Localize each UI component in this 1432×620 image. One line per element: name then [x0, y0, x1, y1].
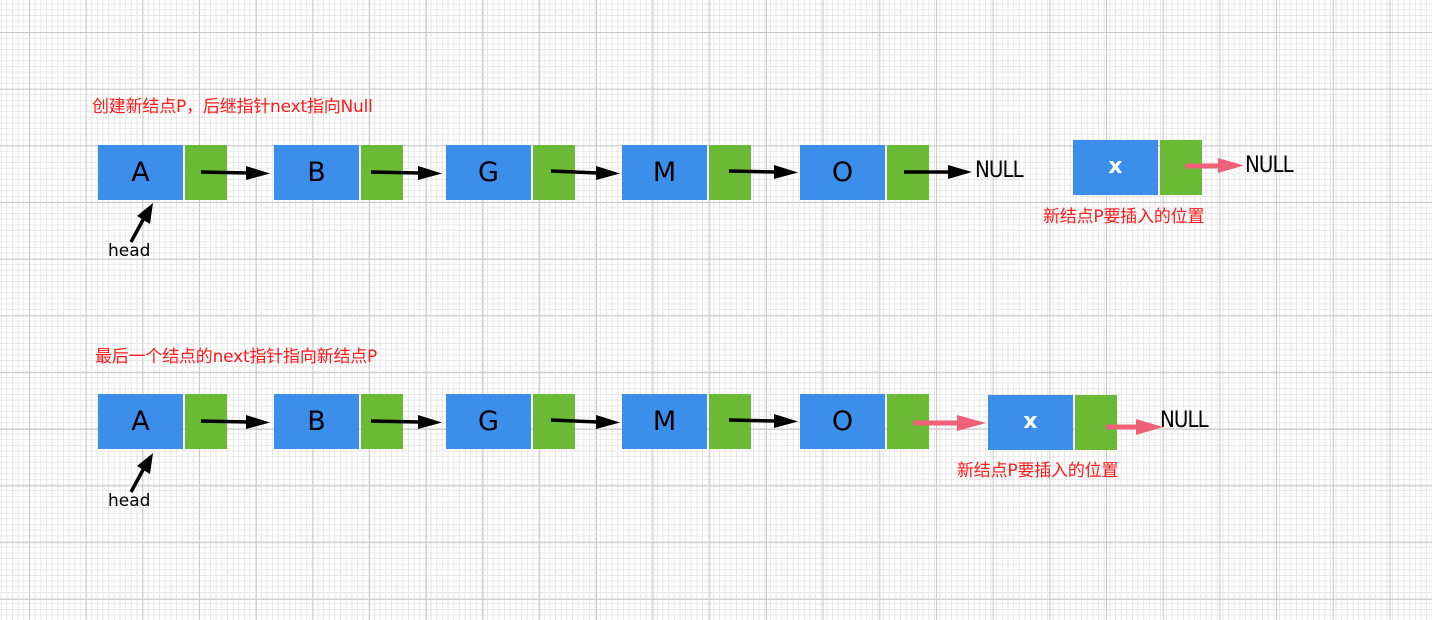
node-data-cell: G: [446, 394, 531, 449]
node-next-pointer-cell: [533, 394, 575, 449]
node-next-pointer-cell: [709, 394, 751, 449]
node-data-cell: B: [274, 145, 359, 200]
node-data-cell: A: [98, 145, 183, 200]
row2-head-arrow: [129, 453, 153, 493]
new-node-data-cell: x: [1073, 140, 1158, 195]
node-next-pointer-cell: [361, 394, 403, 449]
row1-tail-null-label: NULL: [975, 158, 1024, 183]
step1-title: 创建新结点P，后继指针next指向Null: [92, 97, 373, 117]
row1-head-label: head: [108, 241, 151, 261]
row1-head-arrow: [129, 203, 153, 243]
node-data-cell: M: [622, 394, 707, 449]
node-data-cell: O: [800, 394, 885, 449]
node-data-cell: G: [446, 145, 531, 200]
new-node-next-pointer-cell: [1075, 395, 1117, 450]
node-data-cell: B: [274, 394, 359, 449]
node-next-pointer-cell: [533, 145, 575, 200]
node-next-pointer-cell: [887, 394, 929, 449]
row1-new-node-null-label: NULL: [1245, 153, 1294, 178]
node-next-pointer-cell: [887, 145, 929, 200]
node-next-pointer-cell: [709, 145, 751, 200]
step2-title: 最后一个结点的next指针指向新结点P: [95, 347, 378, 367]
node-data-cell: M: [622, 145, 707, 200]
node-next-pointer-cell: [361, 145, 403, 200]
node-next-pointer-cell: [185, 145, 227, 200]
node-data-cell: A: [98, 394, 183, 449]
row2-head-label: head: [108, 491, 151, 511]
node-next-pointer-cell: [185, 394, 227, 449]
new-node-data-cell: x: [988, 395, 1073, 450]
row2-new-node-caption: 新结点P要插入的位置: [957, 461, 1119, 481]
row1-new-node-caption: 新结点P要插入的位置: [1043, 207, 1205, 227]
new-node-next-pointer-cell: [1160, 140, 1202, 195]
row2-new-node-null-label: NULL: [1160, 408, 1209, 433]
node-data-cell: O: [800, 145, 885, 200]
